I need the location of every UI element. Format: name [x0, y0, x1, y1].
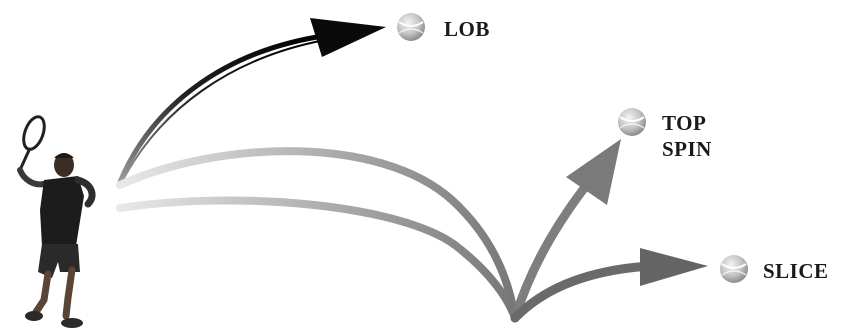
topspin-label: TOP SPIN — [662, 110, 732, 162]
slice-arrow — [116, 196, 708, 323]
lob-ball-icon — [397, 13, 425, 41]
topspin-label-line1: TOP — [662, 111, 707, 135]
slice-ball-icon — [720, 255, 748, 283]
topspin-ball-icon — [618, 108, 646, 136]
tennis-player-figure — [17, 115, 96, 328]
topspin-arrow — [116, 139, 621, 323]
topspin-label-line2: SPIN — [662, 137, 712, 161]
lob-label: LOB — [444, 17, 490, 41]
slice-label: SLICE — [763, 259, 829, 283]
racket-icon — [18, 115, 46, 171]
lob-arrow — [117, 18, 386, 185]
